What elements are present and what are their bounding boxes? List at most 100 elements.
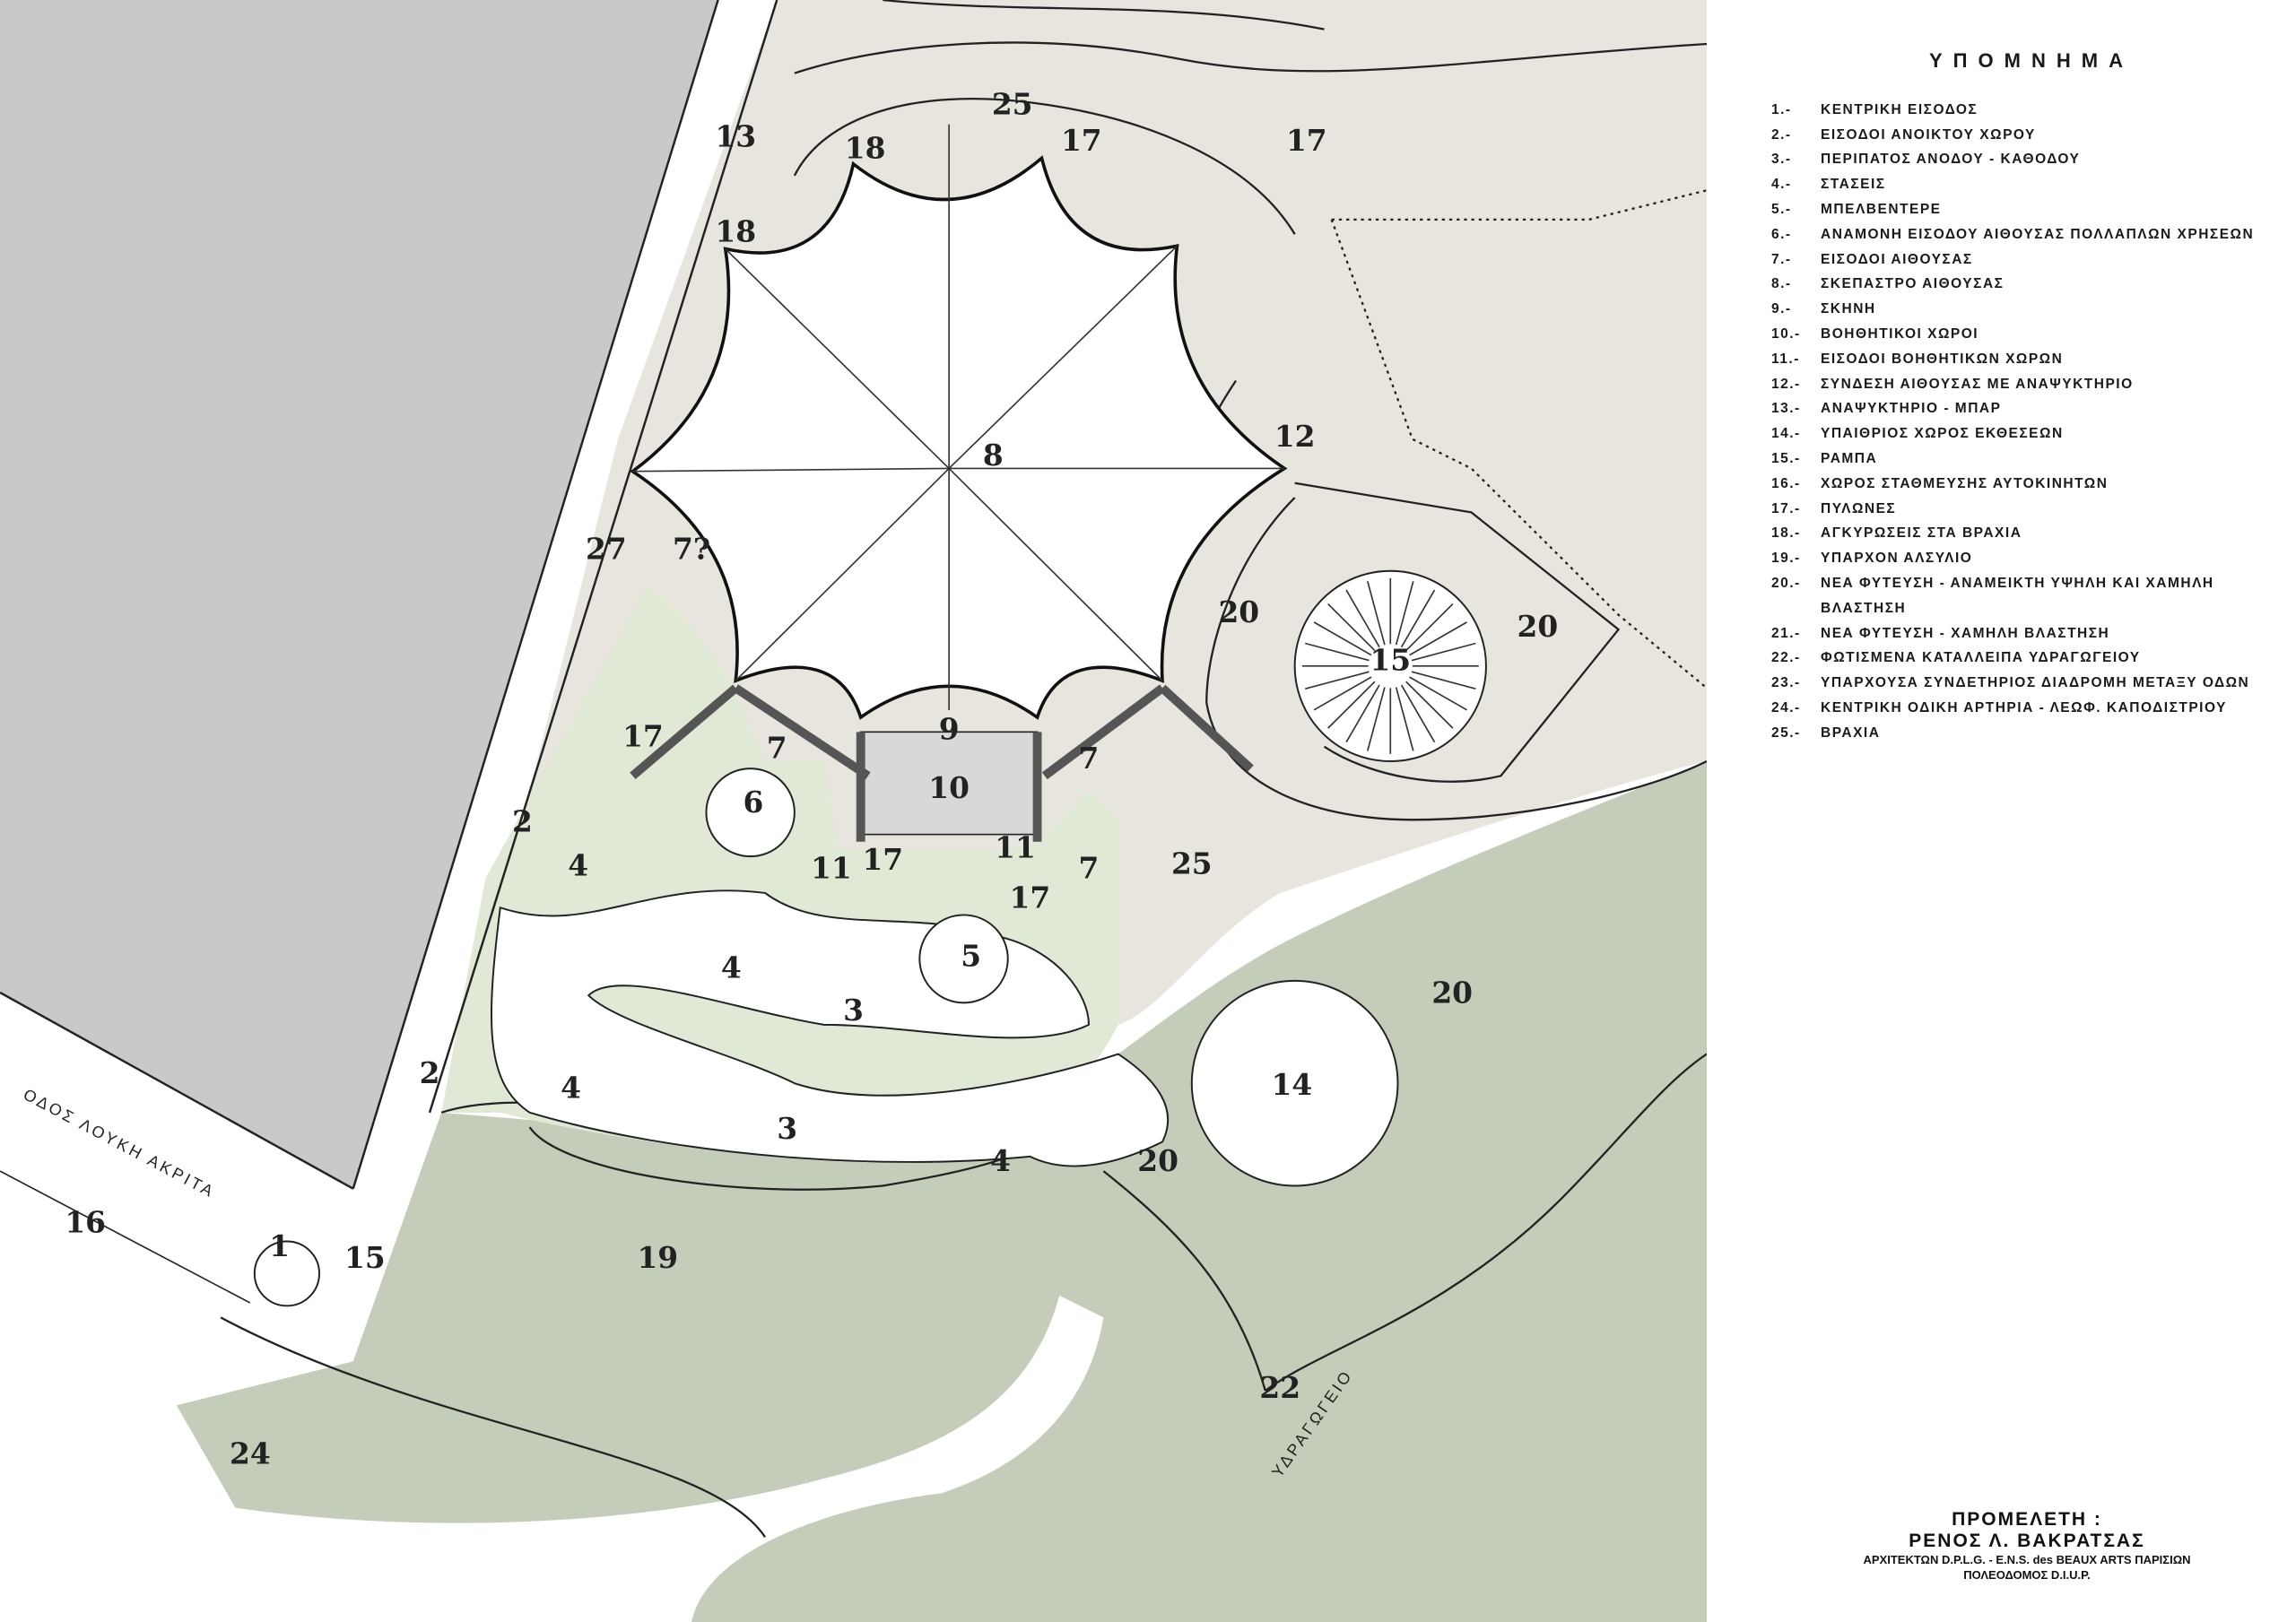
ramp-step (1405, 603, 1454, 652)
legend: ΥΠΟΜΝΗΜΑ 1.-ΚΕΝΤΡΙΚΗ ΕΙΣΟΔΟΣ 2.- ΕΙΣΟΔΟΙ Α… (1771, 49, 2292, 746)
legend-text: ΣΚΕΠΑΣΤΡΟ ΑΙΘΟΥΣΑΣ (1821, 276, 2005, 292)
plan-number-label: 15 (344, 1240, 386, 1275)
legend-item: 1.-ΚΕΝΤΡΙΚΗ ΕΙΣΟΔΟΣ (1771, 98, 2292, 123)
plan-number-label: 11 (811, 851, 852, 886)
legend-number: 5.- (1771, 202, 1792, 218)
plan-number-label: 17 (862, 842, 903, 877)
plan-number-label: 1 (269, 1228, 290, 1263)
legend-text: ΚΕΝΤΡΙΚΗ ΕΙΣΟΔΟΣ (1821, 101, 1979, 117)
legend-text: ΚΕΝΤΡΙΚΗ ΟΔΙΚΗ ΑΡΤΗΡΙΑ - ΛΕΩΦ. ΚΑΠΟΔΙΣΤΡ… (1821, 700, 2227, 716)
ramp-step (1367, 687, 1386, 751)
legend-text: ΜΠΕΛΒΕΝΤΕΡΕ (1821, 202, 1942, 218)
credits-block: ΠΡΟΜΕΛΕΤΗ : ΡΕΝΟΣ Λ. ΒΑΚΡΑΤΣΑΣ ΑΡΧΙΤΕΚΤΩ… (1803, 1509, 2251, 1583)
plan-number-label: 2 (420, 1055, 440, 1090)
plan-number-label: 4 (568, 847, 588, 882)
plan-number-label: 16 (65, 1205, 106, 1240)
legend-number: 15.- (1771, 451, 1801, 467)
legend-number: 8.- (1771, 276, 1792, 292)
legend-text: ΠΕΡΙΠΑΤΟΣ ΑΝΟΔΟΥ - ΚΑΘΟΔΟΥ (1821, 152, 2081, 168)
plan-number-label: 19 (637, 1240, 678, 1275)
legend-number: 12.- (1771, 376, 1801, 392)
parking-area (0, 0, 718, 1189)
legend-number: 24.- (1771, 700, 1801, 716)
plan-number-label: 4 (561, 1071, 581, 1106)
plan-number-label: 18 (715, 213, 756, 248)
legend-number: 23.- (1771, 675, 1801, 691)
ramp-step (1409, 676, 1467, 711)
legend-title: ΥΠΟΜΝΗΜΑ (1929, 49, 2134, 72)
ramp-step (1345, 684, 1380, 743)
ramp-step (1409, 621, 1467, 656)
legend-item: 18.-ΑΓΚΥΡΩΣΕΙΣ ΣΤΑ ΒΡΑΧΙΑ (1771, 522, 2292, 547)
legend-item: 23.-ΥΠΑΡΧΟΥΣΑ ΣΥΝΔΕΤΗΡΙΟΣ ΔΙΑΔΡΟΜΗ ΜΕΤΑΞ… (1771, 671, 2292, 696)
ramp-step (1327, 681, 1376, 729)
ramp-step (1367, 581, 1386, 646)
plan-number-label: 7 (1079, 851, 1100, 886)
legend-number: 21.- (1771, 625, 1801, 641)
legend-number: 4.- (1771, 177, 1792, 193)
legend-text: ΒΡΑΧΙΑ (1821, 724, 1881, 741)
legend-item: 19.-ΥΠΑΡΧΟΝ ΑΛΣΥΛΙΟ (1771, 546, 2292, 571)
plan-number-label: 18 (845, 130, 886, 165)
legend-number: 3.- (1771, 152, 1792, 168)
legend-number: 10.- (1771, 326, 1801, 343)
plan-number-label: 13 (715, 118, 756, 153)
plan-number-label: 7? (673, 532, 710, 567)
ramp-step (1400, 589, 1436, 648)
architect-name: ΡΕΝΟΣ Λ. ΒΑΚΡΑΤΣΑΣ (1909, 1531, 2145, 1551)
legend-text: ΑΝΑΜΟΝΗ ΕΙΣΟΔΟΥ ΑΙΘΟΥΣΑΣ ΠΟΛΛΑΠΛΩΝ ΧΡΗΣΕ… (1821, 226, 2255, 242)
plan-number-label: 9 (939, 712, 960, 747)
legend-item: 17.-ΠΥΛΩΝΕΣ (1771, 497, 2292, 522)
plan-number-label: 20 (1518, 609, 1559, 644)
legend-item: 21.- ΝΕΑ ΦΥΤΕΥΣΗ - ΧΑΜΗΛΗ ΒΛΑΣΤΗΣΗ (1771, 621, 2292, 646)
legend-item: 24.- ΚΕΝΤΡΙΚΗ ΟΔΙΚΗ ΑΡΤΗΡΙΑ - ΛΕΩΦ. ΚΑΠΟΔ… (1771, 696, 2292, 721)
legend-text: ΕΙΣΟΔΟΙ ΑΝΟΙΚΤΟΥ ΧΩΡΟΥ (1821, 126, 2036, 143)
legend-text: ΣΥΝΔΕΣΗ ΑΙΘΟΥΣΑΣ ΜΕ ΑΝΑΨΥΚΤΗΡΙΟ (1821, 376, 2134, 392)
legend-number: 9.- (1771, 301, 1792, 317)
plan-number-label: 20 (1431, 975, 1473, 1010)
existing-grove-area (176, 760, 1707, 1622)
plan-number-label: 14 (1272, 1067, 1313, 1102)
plan-number-label: 6 (744, 785, 764, 820)
ramp-step (1405, 681, 1454, 729)
legend-text: ΒΟΗΘΗΤΙΚΟΙ ΧΩΡΟΙ (1821, 326, 1979, 343)
legend-number: 2.- (1771, 126, 1792, 143)
legend-number: 20.- (1771, 576, 1801, 592)
legend-text: ΝΕΑ ΦΥΤΕΥΣΗ - ΑΝΑΜΕΙΚΤΗ ΥΨΗΛΗ ΚΑΙ ΧΑΜΗΛΗ (1821, 576, 2214, 592)
plan-number-label: 17 (1061, 123, 1102, 158)
roof-cable (948, 467, 1163, 681)
legend-item: 22.-ΦΩΤΙΣΜΕΝΑ ΚΑΤΑΛΛΕΙΠΑ ΥΔΡΑΓΩΓΕΙΟΥ (1771, 646, 2292, 672)
plan-number-label: 25 (1171, 846, 1213, 881)
plan-number-label: 15 (1370, 643, 1411, 678)
legend-text: ΕΙΣΟΔΟΙ ΒΟΗΘΗΤΙΚΩΝ ΧΩΡΩΝ (1821, 351, 2064, 367)
plan-number-label: 17 (1286, 123, 1327, 158)
legend-number: 6.- (1771, 226, 1792, 242)
plan-number-label: 17 (622, 719, 664, 754)
legend-item: 15.-ΡΑΜΠΑ (1771, 447, 2292, 472)
ramp-step (1411, 642, 1476, 662)
plan-number-label: 10 (928, 770, 970, 805)
legend-number: 16.- (1771, 475, 1801, 491)
ramp-step (1395, 581, 1414, 646)
plan-number-label: 25 (992, 86, 1033, 121)
legend-text: ΦΩΤΙΣΜΕΝΑ ΚΑΤΑΛΛΕΙΠΑ ΥΔΡΑΓΩΓΕΙΟΥ (1821, 650, 2141, 666)
legend-text: ΝΕΑ ΦΥΤΕΥΣΗ - ΧΑΜΗΛΗ ΒΛΑΣΤΗΣΗ (1821, 625, 2110, 641)
plan-number-label: 3 (843, 993, 864, 1028)
plan-number-label: 7 (767, 731, 787, 766)
ramp-step (1304, 642, 1370, 662)
street-name-label: ΟΔΟΣ ΛΟΥΚΗ ΑΚΡΙΤΑ (21, 1085, 219, 1201)
legend-item: 9.-ΣΚΗΝΗ (1771, 297, 2292, 322)
legend-item: 5.- ΜΠΕΛΒΕΝΤΕΡΕ (1771, 197, 2292, 222)
plan-number-label: 2 (512, 803, 533, 838)
legend-item-continuation: ΒΛΑΣΤΗΣΗ (1821, 600, 1907, 616)
legend-text: ΣΤΑΣΕΙΣ (1821, 177, 1886, 193)
legend-item: 16.-ΧΩΡΟΣ ΣΤΑΘΜΕΥΣΗΣ ΑΥΤΟΚΙΝΗΤΩΝ (1771, 472, 2292, 497)
legend-text: ΥΠΑΡΧΟΝ ΑΛΣΥΛΙΟ (1821, 551, 1973, 567)
roof-cable (735, 467, 950, 681)
legend-text: ΠΥΛΩΝΕΣ (1821, 500, 1897, 516)
credits-heading: ΠΡΟΜΕΛΕΤΗ : (1952, 1509, 2102, 1530)
plan-number-label: 20 (1137, 1143, 1178, 1178)
plan-number-label: 3 (777, 1111, 797, 1146)
legend-item: 25.-ΒΡΑΧΙΑ (1771, 721, 2292, 746)
